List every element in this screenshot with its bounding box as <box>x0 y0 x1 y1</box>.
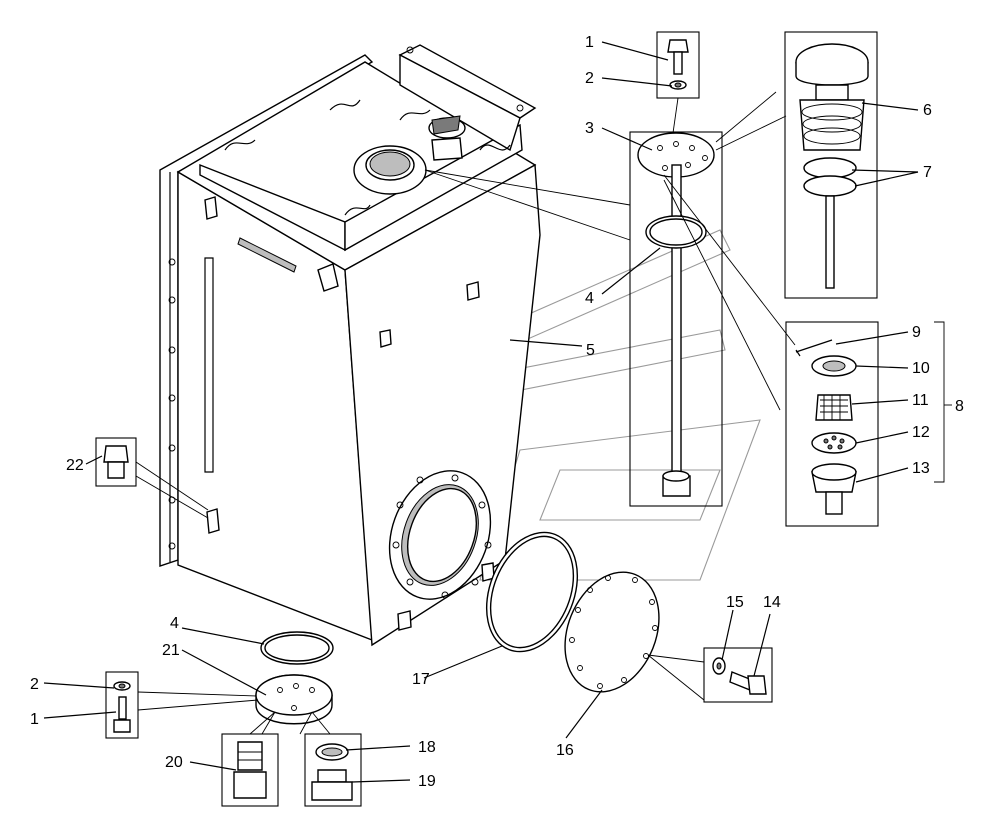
top-bolt-group <box>656 31 700 141</box>
drain-valve-20 <box>221 733 279 807</box>
callout-2-top: 2 <box>585 70 594 87</box>
callout-21: 21 <box>162 642 180 659</box>
callout-4-bottom: 4 <box>170 615 179 632</box>
gasket-17 <box>485 531 579 653</box>
drain-plug-18-19 <box>304 733 362 807</box>
callout-14: 14 <box>763 594 781 611</box>
callout-20: 20 <box>165 754 183 771</box>
cover-plate-16 <box>564 571 705 701</box>
strainer-group <box>663 174 952 527</box>
callout-18: 18 <box>418 739 436 756</box>
callout-22: 22 <box>66 457 84 474</box>
suction-tube-group <box>629 131 723 507</box>
callout-6: 6 <box>923 102 932 119</box>
callout-9: 9 <box>912 324 921 341</box>
callout-7: 7 <box>923 164 932 181</box>
callout-3: 3 <box>585 120 594 137</box>
callout-12: 12 <box>912 424 930 441</box>
callout-13: 13 <box>912 460 930 477</box>
callout-17: 17 <box>412 671 430 688</box>
bottom-bolt-group <box>105 671 139 739</box>
callout-4-tube: 4 <box>585 290 594 307</box>
callout-16: 16 <box>556 742 574 759</box>
side-flange-ring <box>388 470 492 600</box>
callout-8: 8 <box>955 398 964 415</box>
bolt-group-14-15 <box>703 647 773 703</box>
tank-body <box>159 44 541 647</box>
plug-22 <box>95 437 209 519</box>
drain-plate-21 <box>137 674 333 735</box>
breather-group <box>715 31 878 299</box>
callout-19: 19 <box>418 773 436 790</box>
bottom-gasket-4 <box>260 631 334 665</box>
callout-15: 15 <box>726 594 744 611</box>
callout-2-bottom: 2 <box>30 676 39 693</box>
callout-labels: 1 2 3 4 5 6 7 8 9 10 11 12 13 14 15 16 1… <box>30 34 964 790</box>
callout-1-bottom: 1 <box>30 711 39 728</box>
callout-5: 5 <box>586 342 595 359</box>
leader-lines <box>43 41 919 783</box>
callout-10: 10 <box>912 360 930 377</box>
callout-11: 11 <box>912 392 929 409</box>
callout-1-top: 1 <box>585 34 594 51</box>
